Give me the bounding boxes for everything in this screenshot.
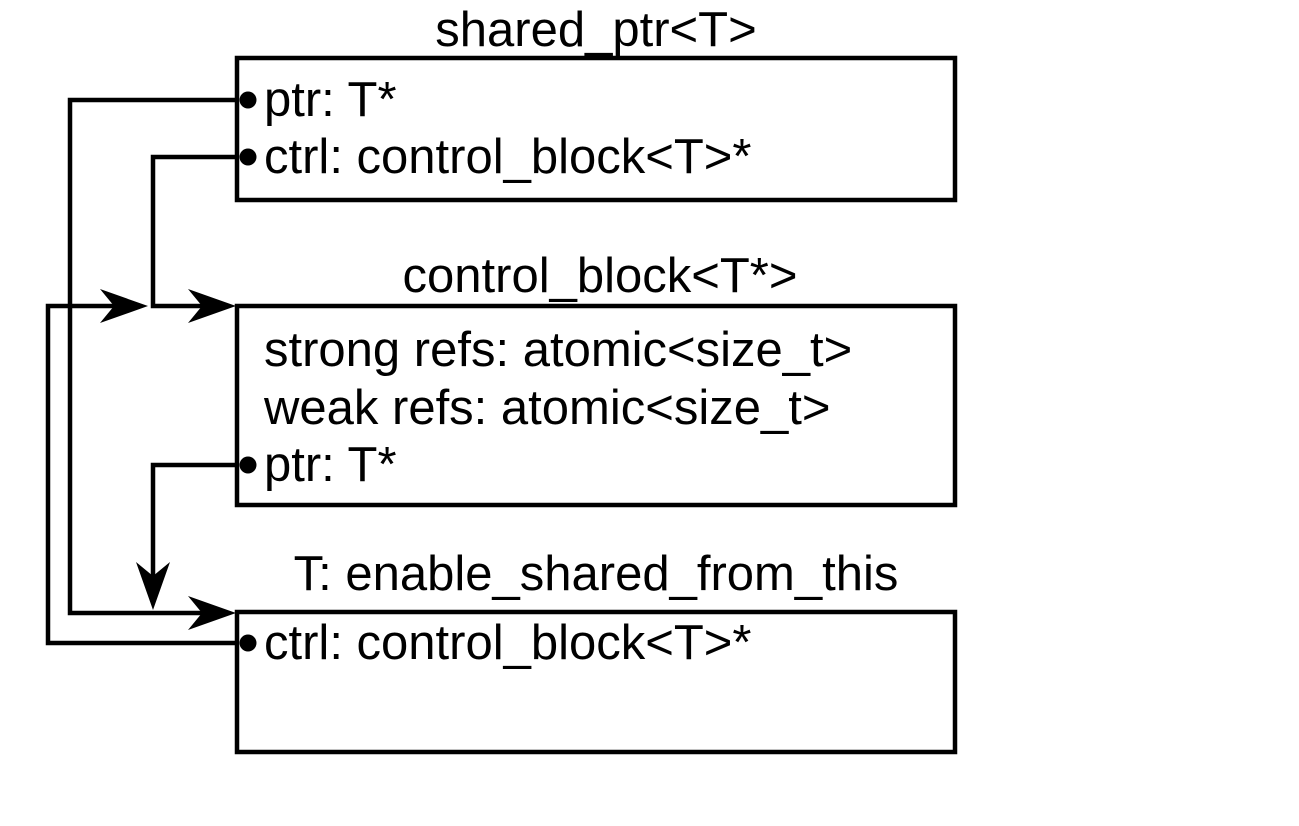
field-label: ptr: T* [264, 438, 397, 492]
pointer-bullet-icon [239, 91, 257, 109]
edge-line [150, 462, 248, 580]
node-title: shared_ptr<T> [435, 3, 756, 57]
edge-line [67, 97, 248, 616]
field-label: ctrl: control_block<T>* [264, 616, 752, 670]
node-shared-ptr: shared_ptr<T> ptr: T* ctrl: control_bloc… [234, 3, 958, 203]
pointer-bullet-icon [239, 456, 257, 474]
node-box [234, 55, 958, 203]
edge-line [150, 154, 248, 309]
node-box [234, 303, 958, 508]
field-label: ptr: T* [264, 73, 397, 127]
node-title: control_block<T*> [403, 249, 798, 303]
arrowhead-right-icon [188, 289, 236, 323]
node-control-block: control_block<T*> strong refs: atomic<si… [234, 249, 958, 508]
arrowhead-right-icon [188, 596, 236, 630]
field-label: ctrl: control_block<T>* [264, 130, 752, 184]
field-label: weak refs: atomic<size_t> [263, 381, 830, 435]
node-box [234, 609, 958, 755]
edge-sharedptr-ptr-to-t-object [67, 97, 248, 630]
edge-line [45, 303, 248, 646]
pointer-bullet-icon [239, 634, 257, 652]
edge-control-block-ptr-to-t-object [136, 462, 248, 610]
edge-sharedptr-ctrl-to-control-block [150, 154, 248, 323]
arrowhead-down-icon [136, 562, 170, 610]
edge-t-object-ctrl-to-control-block [45, 289, 248, 646]
node-title: T: enable_shared_from_this [294, 547, 899, 601]
pointer-bullet-icon [239, 148, 257, 166]
node-t-enable-shared-from-this: T: enable_shared_from_this ctrl: control… [234, 547, 958, 755]
arrowhead-right-icon [100, 289, 148, 323]
field-label: strong refs: atomic<size_t> [264, 323, 852, 377]
